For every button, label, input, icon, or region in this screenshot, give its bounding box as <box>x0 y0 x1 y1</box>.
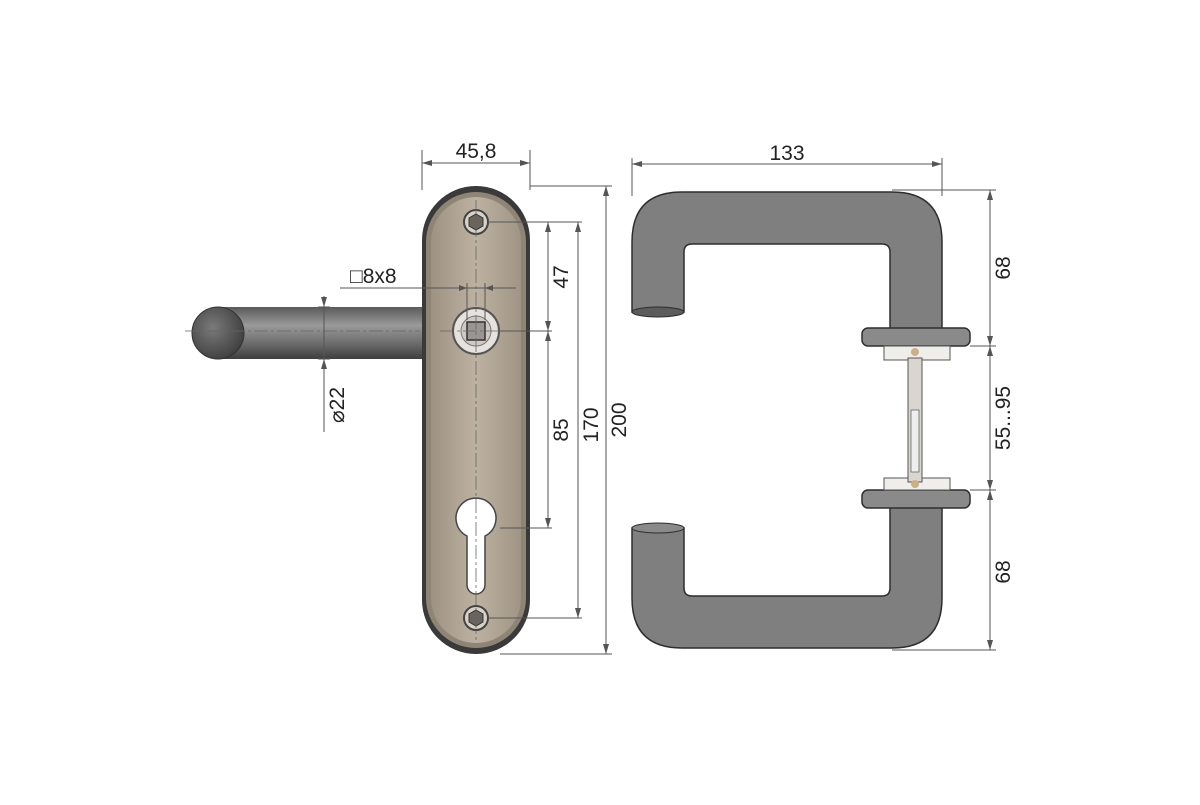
label-plate-width: 45,8 <box>456 140 497 163</box>
dim-projection-bottom: 68 <box>987 490 1015 650</box>
dim-plate-height: 200 <box>603 186 631 654</box>
spindle-rod <box>907 348 923 488</box>
label-projection-top: 68 <box>992 256 1015 279</box>
dim-spindle-to-top: 47 <box>545 222 573 331</box>
label-spindle-to-cylinder: 85 <box>550 418 573 441</box>
label-spindle: □8x8 <box>350 265 397 288</box>
top-rosette <box>861 327 971 361</box>
label-handle-length: 133 <box>769 142 804 165</box>
bottom-handle-side <box>631 499 943 649</box>
label-plate-height: 200 <box>608 402 631 437</box>
label-projection-bottom: 68 <box>992 560 1015 583</box>
label-spindle-to-top: 47 <box>550 265 573 288</box>
dim-plate-width: 45,8 <box>421 140 531 190</box>
dim-door-thickness: 55...95 <box>987 346 1015 490</box>
lever-handle-bar <box>191 306 425 360</box>
label-screw-spacing: 170 <box>580 407 603 442</box>
dim-spindle: □8x8 <box>340 265 516 320</box>
dim-screw-spacing: 170 <box>575 222 603 618</box>
top-handle-side <box>631 191 943 331</box>
dim-spindle-to-cylinder: 85 <box>545 331 573 528</box>
dim-projection-top: 68 <box>987 190 1015 346</box>
dim-handle-length: 133 <box>631 142 943 196</box>
bottom-rosette <box>861 477 971 509</box>
label-diameter: ⌀22 <box>326 387 349 423</box>
label-door-thickness: 55...95 <box>992 386 1015 450</box>
dim-diameter: ⌀22 <box>318 296 349 432</box>
escutcheon-plate <box>422 186 530 654</box>
